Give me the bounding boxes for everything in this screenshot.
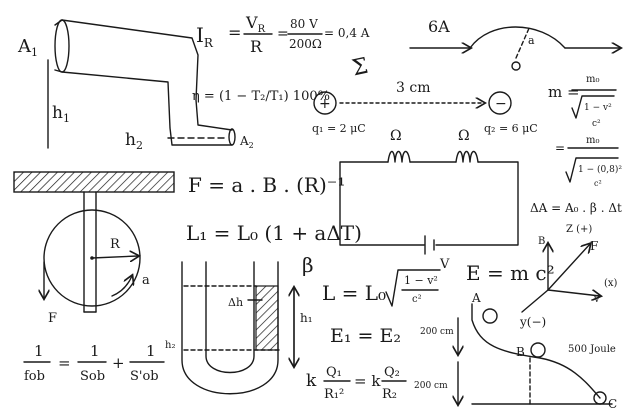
beta-symbol: β [302,253,314,277]
coulomb-q2: Q₂ [384,365,400,380]
arc-angle-label: a [528,34,535,47]
mass-c2: c² [592,119,601,129]
q2-label: q₂ = 6 μC [484,122,538,135]
lens-lhs-den: fob [24,369,45,384]
ohm-eq-2: = [277,26,289,42]
coulomb-eq-k: = k [354,372,381,390]
axis-x-label: (x) [604,278,618,289]
energy-equality: E₁ = E₂ [330,325,401,347]
axis-y-label: y(−) [519,315,546,329]
lens-formula: 1 fob = 1 Sob + 1 S'ob [23,342,165,384]
current-label: 6A [428,17,450,36]
point-b-label: B [516,345,525,359]
length-contraction-formula: L = L₀ 1 − v² c² [322,269,441,307]
lens-eq: = [58,354,71,372]
ohm-eq-1: = [228,23,241,42]
force-label: F [48,311,57,326]
h1-label: h1 [52,103,70,125]
inductor-1 [387,150,411,163]
point-c-label: C [608,397,617,411]
lens-a-num: 1 [90,342,100,360]
coil-1-label: Ω [390,128,402,144]
pipe-outlet-end [228,128,236,146]
height-200-top: 200 cm [420,327,454,337]
ohm-num: 80 V [290,17,318,31]
mass-lhs: m = [548,83,580,101]
force-formula: F = a . B . (R)⁻¹ [188,173,345,197]
mass-m0: m₀ [586,74,600,85]
thermal-expansion-formula: L₁ = L₀ (1 + aΔT) [186,221,362,245]
ohm-law-formula: IR = VR R = 80 V 200Ω = 0,4 A [196,13,370,56]
coulomb-r1: R₁² [324,387,344,402]
coulomb-k: k [306,371,317,391]
ohm-voltage: VR [245,13,266,35]
pipe-inlet-end [54,19,70,73]
mass-energy-formula: E = m c² [466,261,555,285]
current-arc-diagram: 6A a [409,17,620,71]
relativistic-mass-formula: m = m₀ 1 − v² c² = m₀ 1 − (0,8)² c² [548,74,622,188]
axis-b-label: B [538,236,545,247]
efficiency-formula: η = (1 − T₂/T₁) 100% [192,89,330,104]
lens-plus: + [112,354,125,372]
mass-root-top: 1 − v² [584,103,612,113]
inductor-2 [455,150,479,163]
u-tube-diagram: Δh h₁ h₂ [165,261,313,395]
a1-label: A1 [17,36,38,59]
ohm-den: 200Ω [289,37,322,51]
delta-h-label: Δh [228,296,243,309]
q1-label: q₁ = 2 μC [312,122,366,135]
axes-diagram: B Z (+) F (x) v y(−) [519,224,618,329]
axis-z-label: Z (+) [566,224,592,235]
mass-root-num: 1 − (0,8)² [578,164,622,175]
lens-lhs-num: 1 [34,342,44,360]
ohm-resistance: R [250,37,263,56]
height-200-bottom: 200 cm [414,381,448,391]
circuit-voltage: V [439,257,450,272]
ball-a [482,308,498,324]
axis-f-label: F [590,239,598,253]
slope-energy-diagram: A B C 200 cm 200 cm 500 Joule [414,291,617,411]
mass-eq: = [555,141,565,155]
ohm-current: IR [196,23,214,50]
circuit-diagram: Ω Ω V [339,128,519,272]
lens-b-num: 1 [146,342,156,360]
length-lhs: L = L₀ [322,281,386,305]
plus-sign: + [319,96,331,112]
radius-label: R [110,237,121,252]
mass-c2-2: c² [594,179,602,188]
sigma-symbol: Σ [350,54,370,82]
ball-c [593,391,607,405]
wheel-diagram: R F a [13,171,175,326]
ball-b [530,342,546,358]
ohm-result: = 0,4 A [324,26,370,40]
coulomb-q1: Q₁ [326,365,342,380]
lens-b-den: S'ob [130,369,159,384]
length-root-v: 1 − v² [404,274,438,287]
point-a-label: A [471,291,481,305]
tube-h2-label: h₂ [165,340,175,351]
a2-label: A2 [239,134,254,150]
minus-sign: − [495,96,507,112]
coulomb-r2: R₂ [382,387,397,402]
coil-2-label: Ω [458,128,470,144]
axis-v-label: v [593,294,600,305]
h2-label: h2 [125,130,143,152]
pipe-diagram: A1 h1 h2 A2 [17,19,254,152]
lens-a-den: Sob [80,369,105,384]
wheel-a-label: a [142,273,150,288]
coulomb-formula: k Q₁ R₁² = k Q₂ R₂ [306,365,407,402]
tube-h1-label: h₁ [300,311,313,325]
length-root-c: c² [412,294,422,305]
area-expansion-formula: ΔA = A₀ . β . Δt [530,201,622,215]
charges-diagram: + − 3 cm q₁ = 2 μC q₂ = 6 μC [312,80,538,135]
joule-label: 500 Joule [568,344,616,355]
mass-m0-2: m₀ [586,135,600,146]
distance-label: 3 cm [396,80,430,96]
